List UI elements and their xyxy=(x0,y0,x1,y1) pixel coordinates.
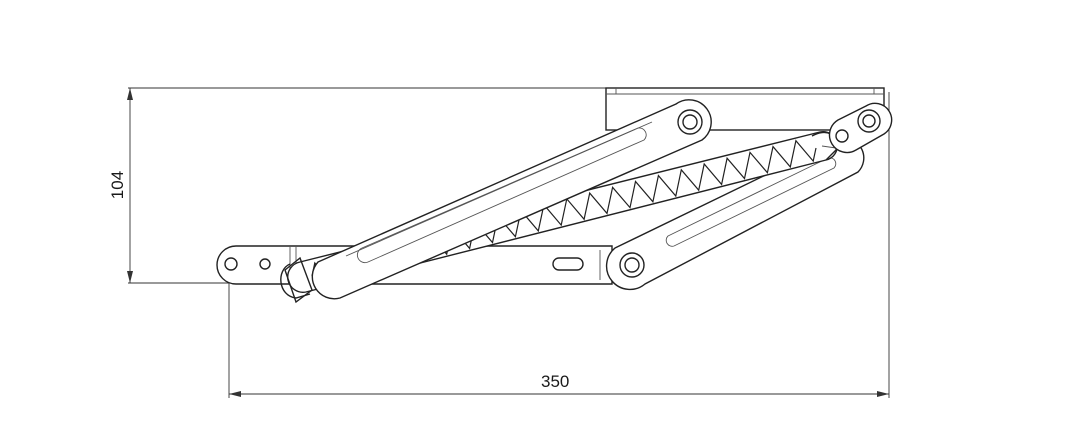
height-dimension-label: 104 xyxy=(108,170,128,200)
top-pivot-bracket xyxy=(828,102,893,154)
width-dimension-label: 350 xyxy=(541,372,570,391)
upper-arm xyxy=(284,99,712,304)
height-dimension xyxy=(127,87,612,284)
width-dimension xyxy=(228,92,890,398)
